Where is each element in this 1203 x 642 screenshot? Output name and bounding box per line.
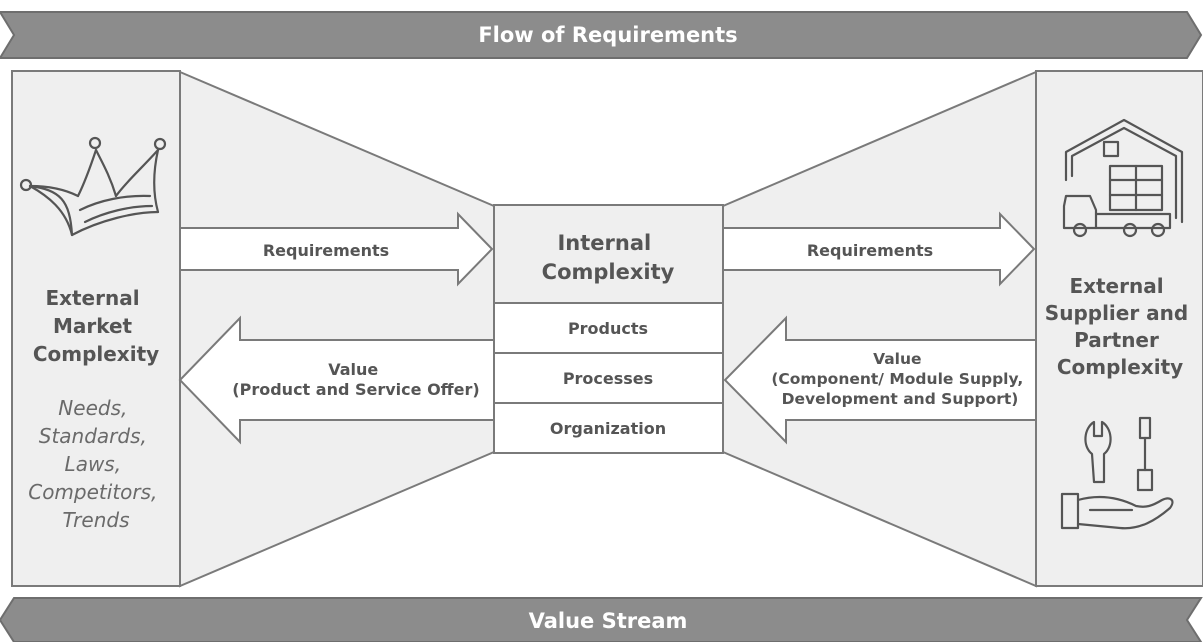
bottom-banner-label: Value Stream	[529, 609, 688, 633]
right-title-line-2: Supplier and	[1045, 301, 1188, 325]
left-example-2: Standards,	[39, 424, 147, 448]
left-example-1: Needs,	[58, 396, 127, 420]
right-funnel	[722, 70, 1037, 588]
warehouse-truck-icon	[1062, 118, 1184, 238]
internal-complexity-title: Internal Complexity	[542, 231, 675, 284]
right-requirements-arrow	[722, 211, 1036, 287]
top-banner-label: Flow of Requirements	[478, 23, 737, 47]
right-title-line-4: Complexity	[1057, 355, 1183, 379]
left-example-5: Trends	[63, 508, 130, 532]
right-value-line-2: (Component/ Module Supply,	[771, 370, 1023, 388]
right-title-line-3: Partner	[1074, 328, 1159, 352]
left-title-line-3: Complexity	[33, 342, 159, 366]
left-example-3: Laws,	[65, 452, 122, 476]
left-requirements-label: Requirements	[263, 241, 389, 260]
right-title-line-1: External	[1069, 274, 1163, 298]
top-banner	[0, 11, 1203, 59]
left-value-line-2: (Product and Service Offer)	[232, 380, 479, 399]
left-panel-examples: Needs, Standards, Laws, Competitors, Tre…	[28, 396, 164, 532]
row-processes-label: Processes	[563, 369, 653, 388]
tools-in-hand-icon	[1060, 416, 1174, 530]
internal-title-line-2: Complexity	[542, 260, 675, 284]
left-value-label: Value (Product and Service Offer)	[232, 360, 479, 399]
left-requirements-arrow	[179, 211, 494, 287]
left-funnel	[179, 70, 495, 588]
right-value-label: Value (Component/ Module Supply, Develop…	[771, 350, 1028, 408]
left-example-4: Competitors,	[28, 480, 157, 504]
left-panel-title: External Market Complexity	[33, 286, 159, 366]
internal-title-line-1: Internal	[557, 231, 651, 255]
right-panel-title: External Supplier and Partner Complexity	[1045, 274, 1195, 379]
row-products-label: Products	[568, 319, 648, 338]
left-title-line-1: External	[45, 286, 139, 310]
bottom-banner	[0, 597, 1203, 642]
right-value-line-3: Development and Support)	[782, 390, 1019, 408]
internal-complexity-box	[493, 204, 724, 304]
left-value-arrow	[178, 315, 495, 445]
right-value-arrow	[723, 315, 1037, 445]
left-title-line-2: Market	[53, 314, 133, 338]
crown-icon	[19, 136, 167, 237]
row-organization-label: Organization	[550, 419, 666, 438]
right-value-line-1: Value	[873, 350, 921, 368]
left-value-line-1: Value	[328, 360, 378, 379]
right-requirements-label: Requirements	[807, 241, 933, 260]
row-organization	[493, 402, 724, 454]
